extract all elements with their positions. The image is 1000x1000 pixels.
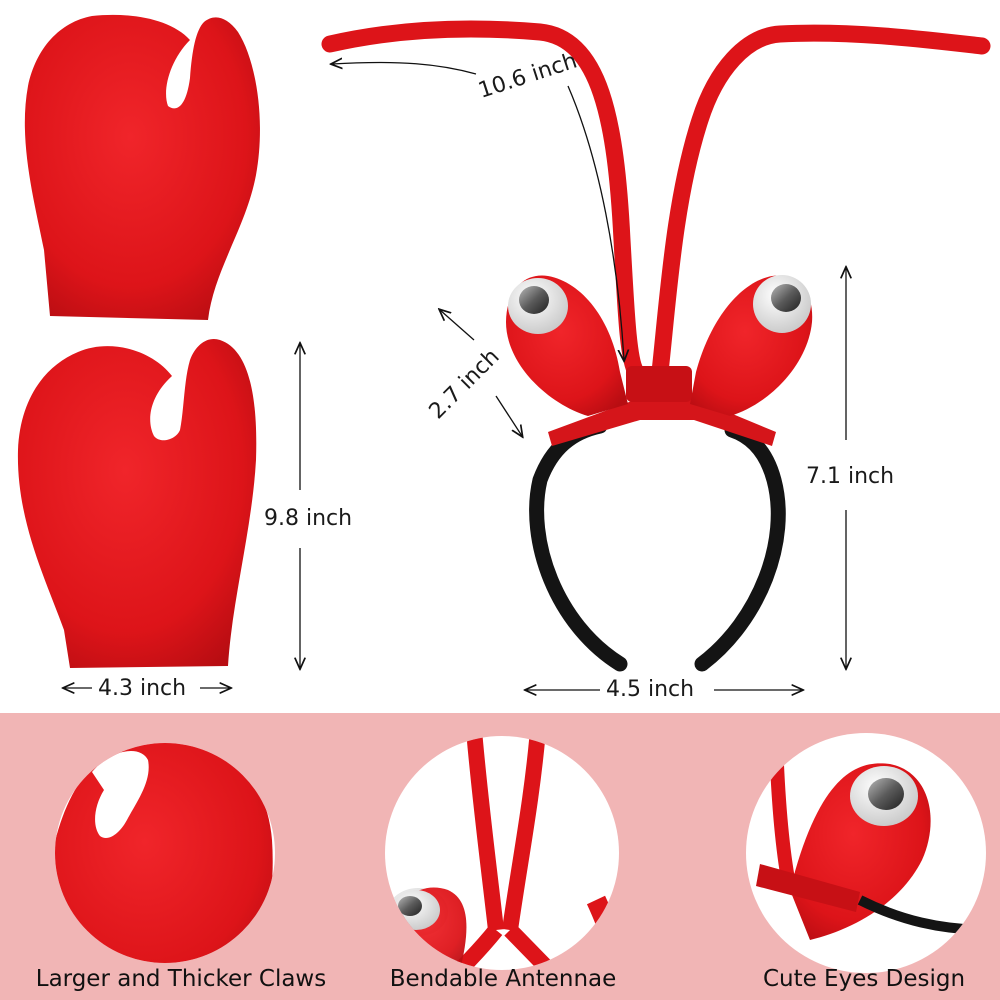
claw-glove-bottom [17,338,257,668]
antenna-length-line [567,85,624,360]
headband-band-left [529,418,628,672]
headband-band-right [694,422,786,672]
claw-height-label: 9.8 inch [264,506,353,531]
feature-circle-claws [55,743,275,963]
claw-width-label: 4.3 inch [98,676,187,701]
headband [321,20,991,672]
eye-stalk-left [506,275,628,416]
headband-width-label: 4.5 inch [606,677,695,702]
headband-height-label: 7.1 inch [806,464,895,489]
dimension-lines [64,62,846,690]
antennae-caption: Bendable Antennae [389,966,617,992]
claw-glove-bottom-shape [17,338,257,668]
feature-circle-eyes [746,733,986,973]
antenna-knot [626,366,692,402]
eye-height-line-top [440,310,475,341]
eye-height-line-bottom [495,395,522,436]
eyes-caption: Cute Eyes Design [762,966,966,992]
claw-glove-top-shape [24,14,260,320]
feature-circle-antennae [385,736,619,970]
antenna-right [651,24,991,381]
eye-stalk-right [690,275,813,416]
claw-glove-top [24,14,260,320]
claws-caption: Larger and Thicker Claws [35,966,327,992]
antenna-length-line-head [332,62,477,75]
antenna-left [321,20,645,381]
